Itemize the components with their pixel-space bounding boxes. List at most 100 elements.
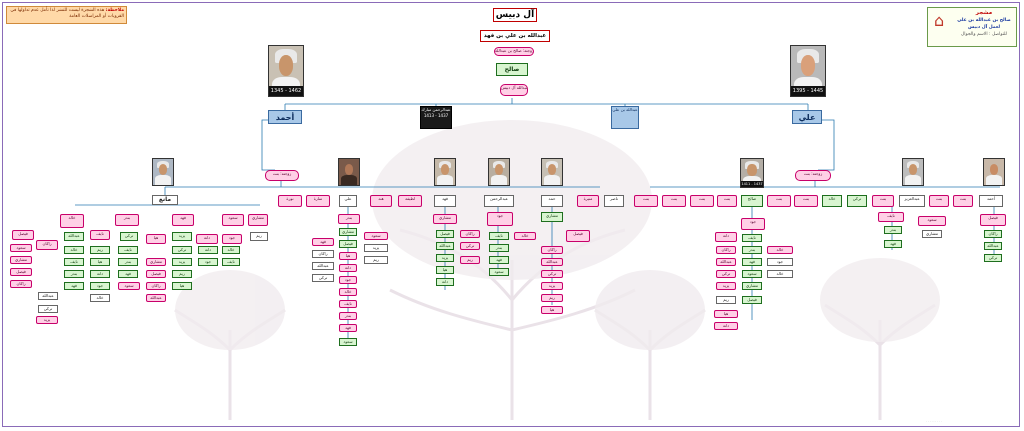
- g3-f5[interactable]: فهد: [489, 256, 509, 264]
- root-wife-bottom[interactable]: زوجته: نورة بنت عبدالله آل دبيس: [500, 84, 528, 96]
- g3-h5[interactable]: بندر: [742, 246, 762, 254]
- node-mid-right[interactable]: عبدالله بن علي: [611, 106, 639, 129]
- g3-c12[interactable]: هيا: [172, 282, 192, 290]
- node-r9[interactable]: بنت: [953, 195, 973, 207]
- g3-d13[interactable]: جود: [339, 276, 357, 284]
- g3-i1[interactable]: نايف: [878, 212, 904, 222]
- g3-h2[interactable]: جود: [741, 218, 765, 230]
- g3-j3[interactable]: عبدالله: [984, 242, 1002, 250]
- node-ahmad2[interactable]: أحمد: [979, 195, 1003, 207]
- g3-d3[interactable]: سعود: [364, 232, 388, 240]
- g3-e3[interactable]: راكان: [460, 230, 480, 238]
- g3-f1[interactable]: جود: [487, 212, 513, 226]
- node-r4[interactable]: بنت: [717, 195, 737, 207]
- g3-g6[interactable]: يزيد: [541, 282, 563, 290]
- g3-i4[interactable]: سعود: [918, 216, 946, 226]
- g3-a2[interactable]: نايف: [90, 230, 110, 240]
- portrait-abdullah2[interactable]: [902, 158, 924, 186]
- g3-e1[interactable]: مشاري: [433, 214, 457, 224]
- node-khalid[interactable]: خالد: [822, 195, 842, 207]
- node-r5[interactable]: بنت: [767, 195, 791, 207]
- node-mid-left[interactable]: عبدالرحمن مبارك 1413 - 1437: [420, 106, 452, 129]
- g3-e8[interactable]: هيا: [436, 266, 454, 274]
- node-saleh2[interactable]: صالح: [741, 195, 763, 207]
- node-fahd[interactable]: فهد: [434, 195, 456, 207]
- g3-b8[interactable]: راكان: [10, 280, 32, 288]
- g3-d8[interactable]: تركي: [312, 274, 334, 282]
- g3-h18[interactable]: خالد: [767, 270, 793, 278]
- g3-i5[interactable]: مشاري: [922, 230, 942, 238]
- node-r3[interactable]: بنت: [690, 195, 714, 207]
- portrait-ali[interactable]: 1395 - 1445: [790, 45, 826, 97]
- node-hind[interactable]: هند: [370, 195, 392, 207]
- g3-b11[interactable]: يزيد: [36, 316, 58, 324]
- g3-h16[interactable]: دانة: [714, 322, 738, 330]
- g3-a6[interactable]: مشاري: [248, 214, 268, 226]
- g3-a14[interactable]: دانة: [196, 234, 218, 244]
- g3-d16[interactable]: بندر: [339, 312, 357, 320]
- g3-b13[interactable]: هيا: [90, 258, 110, 266]
- g3-e5[interactable]: تركي: [460, 242, 480, 250]
- g3-e4[interactable]: عبدالله: [436, 242, 454, 250]
- g3-d14[interactable]: خالد: [339, 288, 357, 296]
- node-ali[interactable]: علي: [792, 110, 822, 124]
- g3-a4[interactable]: فهد: [172, 214, 194, 226]
- g3-b9[interactable]: عبدالله: [38, 292, 58, 300]
- g3-h11[interactable]: عبدالله: [716, 258, 736, 266]
- g3-a11[interactable]: يزيد: [172, 232, 192, 241]
- portrait-fahd[interactable]: [434, 158, 456, 186]
- node-ahmad[interactable]: أحمد: [268, 110, 302, 124]
- g3-d18[interactable]: سعود: [339, 338, 357, 346]
- g3-d12[interactable]: دانة: [339, 264, 357, 272]
- node-mani[interactable]: مانع: [152, 195, 178, 205]
- node-r2[interactable]: بنت: [662, 195, 686, 207]
- g3-b5[interactable]: سعود: [10, 244, 32, 252]
- g3-b14[interactable]: دانة: [90, 270, 110, 278]
- g3-b12[interactable]: ريم: [90, 246, 110, 254]
- g3-b6[interactable]: مشاري: [10, 256, 32, 264]
- g3-g5[interactable]: تركي: [541, 270, 563, 278]
- g3-a5[interactable]: سعود: [222, 214, 244, 226]
- g3-g4[interactable]: عبدالله: [541, 258, 563, 266]
- g3-c4[interactable]: سعود: [118, 282, 140, 290]
- g3-h12[interactable]: تركي: [716, 270, 736, 278]
- g3-a15[interactable]: جود: [222, 234, 242, 244]
- node-hamad[interactable]: حمد: [541, 195, 563, 207]
- g3-a10[interactable]: تركي: [120, 232, 138, 241]
- g3-a13[interactable]: هيا: [146, 234, 166, 244]
- g3-b15[interactable]: جود: [90, 282, 110, 290]
- g3-c13[interactable]: دانة: [198, 246, 218, 254]
- g3-c6[interactable]: فيصل: [146, 270, 166, 278]
- g3-a7[interactable]: فيصل: [12, 230, 34, 240]
- g3-a8[interactable]: راكان: [36, 240, 58, 250]
- portrait-saleh2[interactable]: 1411 - 1437: [740, 158, 764, 188]
- g3-h1[interactable]: دانة: [715, 232, 737, 242]
- g3-d10[interactable]: ريم: [364, 256, 388, 264]
- g3-d7[interactable]: عبدالله: [312, 262, 334, 270]
- portrait-ali2[interactable]: [338, 158, 360, 186]
- g3-a1[interactable]: خالد: [60, 214, 84, 228]
- g3-f4[interactable]: بندر: [489, 244, 509, 252]
- g3-b16[interactable]: خالد: [90, 294, 110, 302]
- home-icon[interactable]: ⌂: [934, 11, 945, 30]
- node-ali2[interactable]: علي: [339, 195, 357, 207]
- portrait-mani[interactable]: [152, 158, 174, 186]
- g3-h13[interactable]: يزيد: [716, 282, 736, 290]
- node-sara[interactable]: سارة: [306, 195, 330, 207]
- ahmad-wife[interactable]: زوجته: بنت: [265, 170, 299, 181]
- g3-f3[interactable]: نايف: [489, 232, 509, 240]
- g3-h14[interactable]: ريم: [716, 296, 736, 304]
- g3-c10[interactable]: يزيد: [172, 258, 192, 266]
- g3-h17[interactable]: جود: [767, 258, 793, 266]
- g3-a12[interactable]: ريم: [250, 232, 268, 241]
- g3-h7[interactable]: سعود: [742, 270, 762, 278]
- g3-f6[interactable]: سعود: [489, 268, 509, 276]
- g3-d15[interactable]: نايف: [339, 300, 357, 308]
- g3-e6[interactable]: يزيد: [436, 254, 454, 262]
- g3-g7[interactable]: ريم: [541, 294, 563, 302]
- g3-d9[interactable]: يزيد: [364, 244, 388, 252]
- g3-i3[interactable]: فهد: [884, 240, 902, 248]
- g3-c2[interactable]: بندر: [118, 258, 138, 266]
- g3-h8[interactable]: مشاري: [742, 282, 762, 290]
- g3-e9[interactable]: دانة: [436, 278, 454, 286]
